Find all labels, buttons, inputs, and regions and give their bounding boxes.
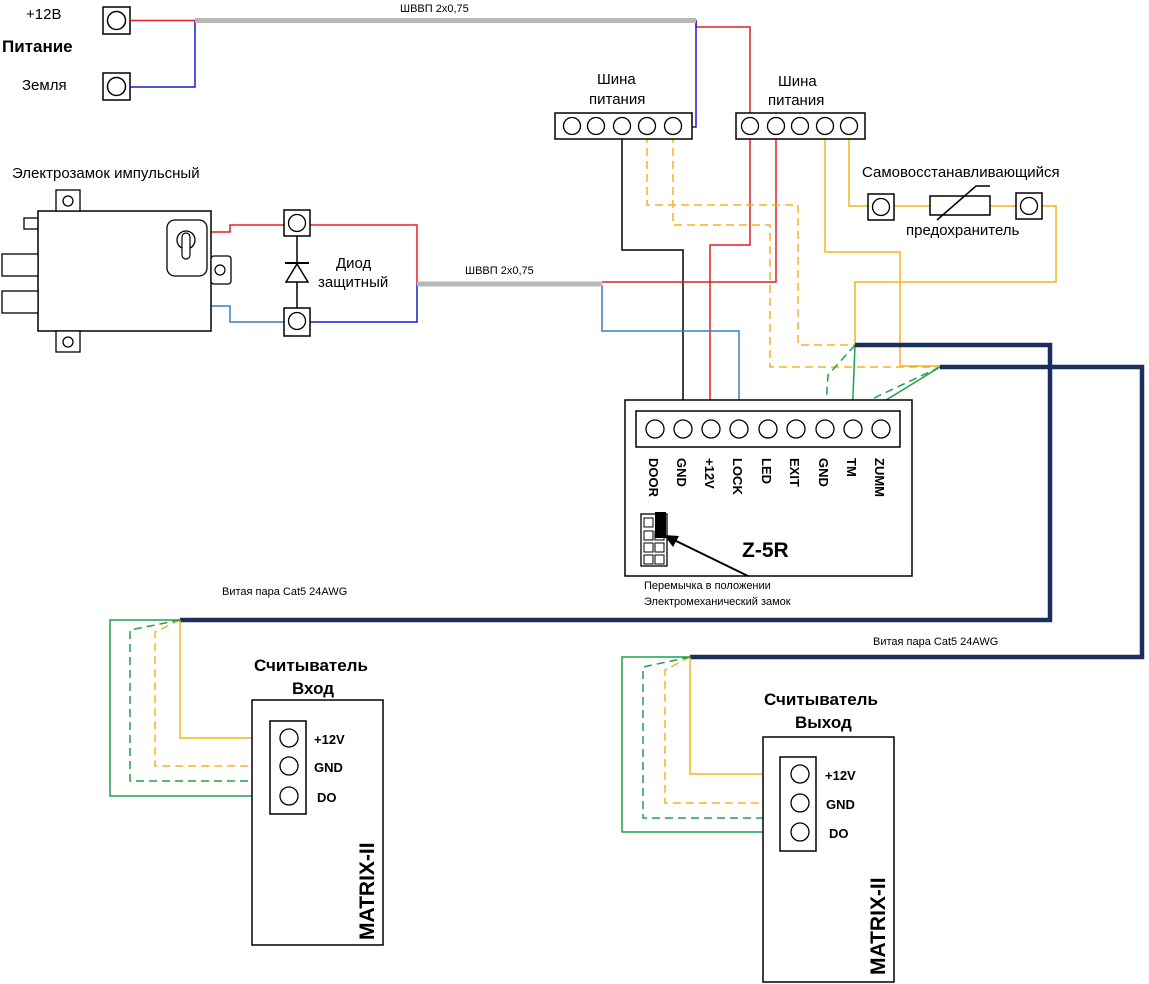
wire-lock-blue-left — [211, 305, 296, 323]
cable-twisted-pair-in — [180, 342, 1053, 623]
wire-reader-in-plus12 — [179, 620, 278, 739]
reader-in-pin-label-plus12: +12V — [314, 732, 345, 747]
twisted-pair-out-label: Витая пара Cat5 24AWG — [873, 636, 998, 648]
cable-twisted-pair-out — [690, 364, 1145, 660]
pin-led-terminal — [758, 419, 778, 439]
fuse-label-2: предохранитель — [906, 222, 1020, 239]
reader-out-title-2: Выход — [795, 713, 852, 732]
fuse-icon — [929, 185, 991, 221]
top-cable-label: ШВВП 2x0,75 — [400, 3, 469, 15]
wire-reader-out-gnd-orange — [664, 656, 788, 804]
wire-lock-ground-right — [310, 284, 418, 323]
pin-plus12-terminal — [701, 419, 721, 439]
pin-label-gnd: GND — [674, 458, 689, 487]
reader-out-model: MATRIX-II — [867, 877, 890, 975]
jumper-block-icon — [640, 512, 668, 567]
wire-plus12-to-controller — [709, 135, 751, 421]
pin-label-tm: TM — [844, 458, 859, 477]
pin-exit-terminal — [786, 419, 806, 439]
wire-orange-bus-dashed-2 — [672, 135, 940, 368]
pin-tm-terminal — [843, 419, 863, 439]
pin-gnd2-terminal — [815, 419, 835, 439]
pin-label-door: DOOR — [646, 458, 661, 498]
fuse-terminal-left — [867, 193, 895, 221]
reader-out-pin-plus12 — [790, 764, 810, 784]
fuse-label-1: Самовосстанавливающийся — [862, 164, 1060, 181]
pin-label-led: LED — [759, 458, 774, 484]
reader-in-pin-do — [279, 786, 299, 806]
twisted-pair-in-label: Витая пара Cat5 24AWG — [222, 586, 347, 598]
wire-lock-minus — [601, 285, 740, 421]
reader-out-title-1: Считыватель — [764, 690, 878, 709]
ground-label: Земля — [22, 77, 67, 94]
reader-in-title-1: Считыватель — [254, 656, 368, 675]
reader-out-pin-label-plus12: +12V — [825, 768, 856, 783]
reader-in-pin-label-do: DO — [317, 790, 337, 805]
electric-lock-icon — [1, 189, 232, 353]
bus-right-label-2: питания — [768, 92, 824, 109]
reader-out-body — [762, 736, 895, 983]
lock-label: Электрозамок импульсный — [12, 165, 200, 182]
reader-in-model: MATRIX-II — [356, 842, 379, 940]
wire-plus12-to-lock — [602, 135, 777, 283]
wire-ground-to-bus — [688, 20, 697, 128]
power-bus-left — [554, 112, 693, 140]
wire-orange-to-fuse — [848, 135, 868, 207]
wire-reader-in-gnd-orange — [154, 619, 278, 767]
wire-reader-out-do — [621, 656, 788, 833]
jumper-pointer-arrow-icon — [664, 535, 749, 577]
pin-lock-terminal — [729, 419, 749, 439]
pin-door-terminal — [645, 419, 665, 439]
wire-reader-in-do — [109, 619, 278, 797]
diode-terminal-bottom — [283, 307, 311, 337]
power-ground-terminal — [102, 72, 131, 101]
diode-label-2: защитный — [318, 274, 388, 291]
plus12-label: +12В — [26, 6, 61, 23]
controller-name: Z-5R — [742, 539, 789, 562]
pin-label-zumm: ZUMM — [872, 458, 887, 497]
pin-label-lock: LOCK — [730, 458, 745, 495]
diode-terminal-top — [283, 209, 311, 237]
wire-orange-bus-dashed-1 — [646, 135, 855, 346]
diode-icon — [284, 236, 310, 308]
supply-label: Питание — [2, 37, 73, 56]
jumper-note-2: Электромеханический замок — [644, 596, 791, 608]
power-bus-right — [735, 112, 866, 140]
jumper-note-1: Перемычка в положении — [644, 580, 771, 592]
reader-out-pin-do — [790, 822, 810, 842]
pin-label-gnd2: GND — [816, 458, 831, 487]
wire-lock-plus — [211, 224, 418, 284]
lock-cable-label: ШВВП 2x0,75 — [465, 265, 534, 277]
wire-reader-out-plus12 — [689, 657, 788, 775]
wire-ground-main — [130, 20, 196, 88]
wire-orange-bus-to-reader — [824, 135, 940, 367]
bus-right-label-1: Шина — [778, 73, 817, 90]
reader-in-body — [251, 699, 384, 946]
fuse-terminal-right — [1015, 192, 1043, 220]
wire-gnd-to-controller — [621, 135, 684, 421]
reader-out-pin-label-gnd: GND — [826, 797, 855, 812]
reader-out-pin-gnd — [790, 793, 810, 813]
bus-left-label-1: Шина — [597, 71, 636, 88]
diode-label-1: Диод — [336, 255, 372, 272]
reader-in-pin-label-gnd: GND — [314, 760, 343, 775]
reader-in-title-2: Вход — [292, 679, 334, 698]
pin-label-exit: EXIT — [787, 458, 802, 487]
reader-in-pin-plus12 — [279, 728, 299, 748]
reader-out-pin-label-do: DO — [829, 826, 849, 841]
wire-orange-fuse-out — [854, 205, 1057, 345]
power-plus12-terminal — [102, 6, 131, 35]
bus-left-label-2: питания — [589, 91, 645, 108]
wire-plus12-main — [130, 19, 751, 122]
pin-label-plus12: +12V — [702, 458, 717, 489]
pin-gnd-terminal — [673, 419, 693, 439]
pin-zumm-terminal — [871, 419, 891, 439]
reader-in-pin-gnd — [279, 756, 299, 776]
